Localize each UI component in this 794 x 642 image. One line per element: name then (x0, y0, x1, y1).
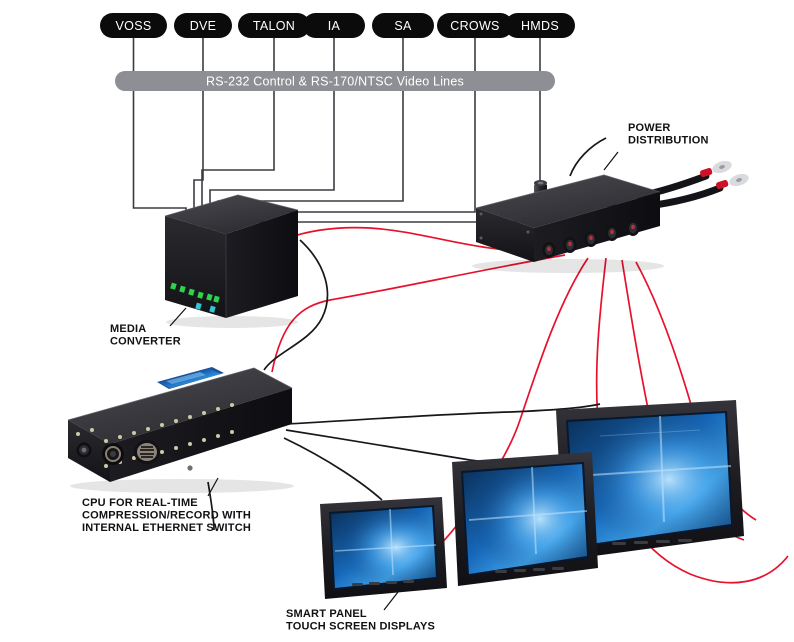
source-pill-hmds[interactable] (505, 13, 575, 38)
source-pill-label: SA (394, 19, 412, 33)
source-pill-dve[interactable] (174, 13, 232, 38)
display-medium[interactable] (452, 452, 598, 586)
bus-bar: RS-232 Control & RS-170/NTSC Video Lines (115, 71, 555, 91)
source-pill-label: CROWS (450, 19, 499, 33)
bus-label: RS-232 Control & RS-170/NTSC Video Lines (206, 74, 464, 88)
source-pill-crows[interactable] (437, 13, 513, 38)
callout-line: COMPRESSION/RECORD WITH (82, 510, 251, 522)
cpu-device (67, 367, 294, 493)
source-pill-label: DVE (190, 19, 217, 33)
cpu-round-connector-small (76, 442, 92, 458)
cpu-front-screws (76, 403, 234, 468)
source-pill-ia[interactable] (303, 13, 365, 38)
leader-smart-panel (383, 591, 399, 611)
data-cable-pdb-top-lead (569, 137, 607, 177)
power-cable-to-media-converter (287, 226, 549, 253)
power-distribution-device (472, 160, 749, 273)
leader-power-distribution (603, 151, 619, 171)
display-small[interactable] (320, 497, 447, 599)
source-pill-group: VOSS DVE TALON IA SA CROWS HMDS (100, 13, 575, 38)
data-cable-mediaconverter-to-cpu (263, 239, 329, 371)
callout-line: SMART PANEL (286, 608, 367, 620)
cpu-round-connector-vent (134, 440, 160, 464)
source-pill-label: VOSS (116, 19, 152, 33)
source-pill-label: HMDS (521, 19, 559, 33)
display-large[interactable] (556, 400, 744, 560)
source-pill-talon[interactable] (238, 13, 310, 38)
data-cable-cpu-to-display-large (285, 403, 601, 425)
leader-line-group (169, 151, 619, 611)
callout-line: CONVERTER (110, 336, 181, 348)
media-converter-led-row (170, 282, 220, 313)
leader-cpu (207, 477, 219, 497)
callout-line: INTERNAL ETHERNET SWITCH (82, 522, 251, 534)
callout-line: MEDIA (110, 323, 146, 335)
leader-media-converter (169, 307, 187, 327)
callout-line: DISTRIBUTION (628, 135, 709, 147)
data-cable-cpu-to-display-small (283, 437, 383, 501)
cpu-round-connector-large (102, 443, 124, 465)
source-pill-label: TALON (253, 19, 295, 33)
callout-line: CPU FOR REAL-TIME (82, 497, 198, 509)
power-cable-to-cpu (271, 254, 566, 373)
callout-line: TOUCH SCREEN DISPLAYS (286, 621, 435, 633)
source-pill-sa[interactable] (372, 13, 434, 38)
callout-line: POWER (628, 122, 671, 134)
pdb-front-connectors (542, 220, 640, 258)
source-pill-voss[interactable] (100, 13, 167, 38)
source-pill-label: IA (328, 19, 341, 33)
media-converter-device (164, 194, 299, 328)
data-cable-cpu-lower-lead (207, 481, 215, 531)
